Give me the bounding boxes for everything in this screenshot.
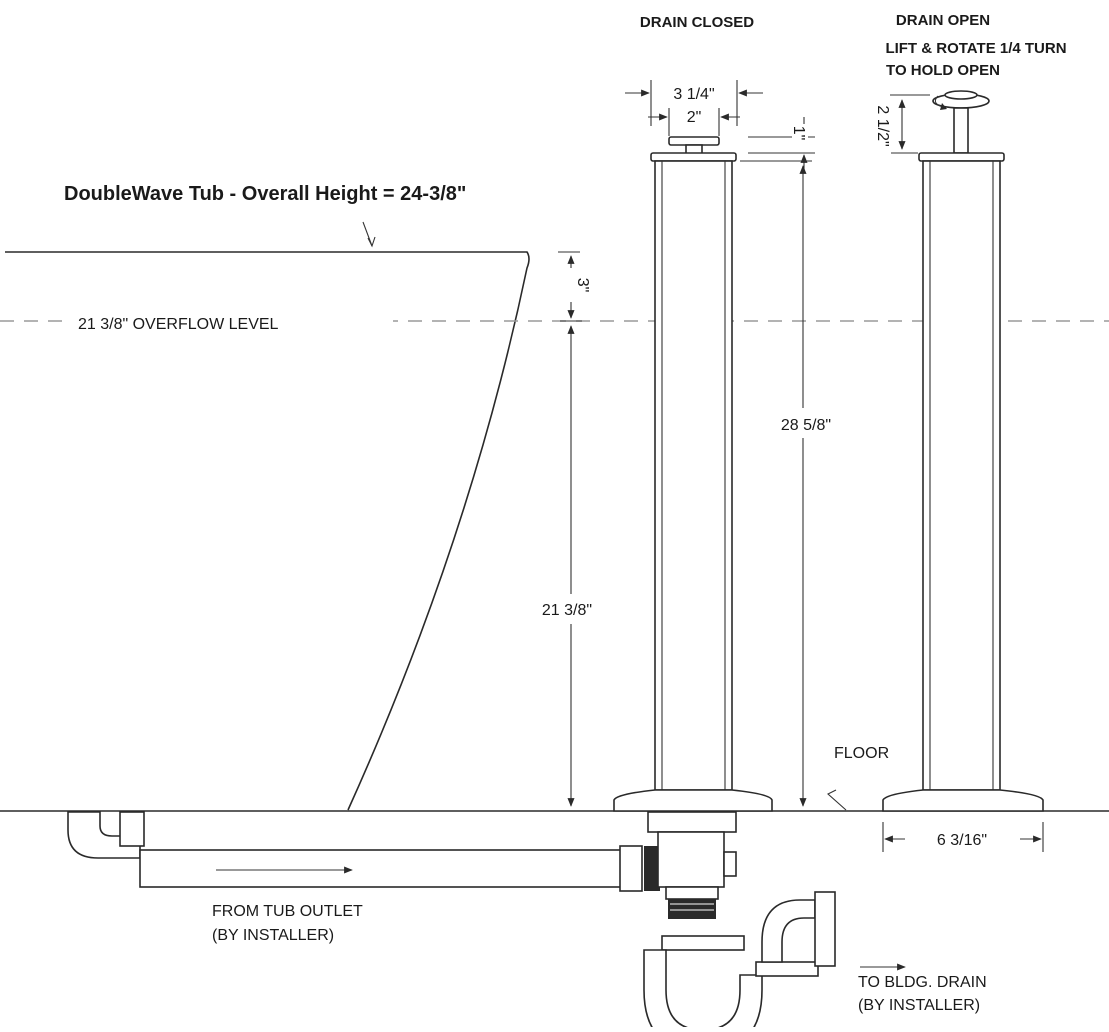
overflow-label-bg [68,308,393,334]
dim-column-height-label: 28 5/8" [781,417,831,434]
dim-overflow-height-label: 21 3/8" [542,602,592,619]
drain-body-collar [665,886,719,900]
open-cap-top [944,90,978,100]
drain-body-port [723,851,737,877]
drain-closed-label: DRAIN CLOSED [640,14,754,31]
closed-column [654,160,733,791]
from-tub-outlet-installer: (BY INSTALLER) [212,927,334,944]
dim-base-width-label: 6 3/16" [937,832,987,849]
from-tub-outlet-label: FROM TUB OUTLET [212,903,363,920]
closed-top-flange [650,152,737,162]
pipe-thread-nut [644,846,660,891]
tub-title: DoubleWave Tub - Overall Height = 24-3/8… [64,183,466,205]
dim-tub-rim-to-overflow-label: 3" [574,278,591,293]
p-trap-outlet-coupling [755,961,819,977]
dim-cap-height-label: 1" [790,126,807,141]
drain-open-label: DRAIN OPEN [896,12,990,29]
tub-outlet-coupling [119,811,145,847]
open-column [922,160,1001,791]
p-trap-bend [643,949,763,1032]
to-bldg-drain-label: TO BLDG. DRAIN [858,974,987,991]
drain-body [657,831,725,888]
overflow-level-label: 21 3/8" OVERFLOW LEVEL [78,316,279,333]
closed-cap-knob [668,136,720,146]
drain-thread [668,899,716,919]
drain-open-note-line2: TO HOLD OPEN [886,62,1000,79]
pipe-fitting [619,845,643,892]
tub-outlet-pipe [139,849,623,888]
floor-leader [827,789,847,811]
p-trap-riser [761,899,816,963]
p-trap-cap [814,891,836,967]
tub-outline [5,251,530,811]
tub-title-leader-arrowhead [367,236,376,248]
dim-cap-outer-width-label: 3 1/4" [673,86,714,103]
dim-lift-height-label: 2 1/2" [874,105,891,146]
drain-open-note-line1: LIFT & ROTATE 1/4 TURN [885,40,1066,57]
to-bldg-drain-installer: (BY INSTALLER) [858,997,980,1014]
drain-body-top [647,811,737,833]
closed-base [613,789,773,812]
dim-cap-inner-width-label: 2" [687,109,702,126]
open-base [882,789,1044,812]
p-trap-coupling [661,935,745,951]
open-cap-stem [953,107,969,154]
floor-label: FLOOR [834,745,889,762]
open-top-flange [918,152,1005,162]
